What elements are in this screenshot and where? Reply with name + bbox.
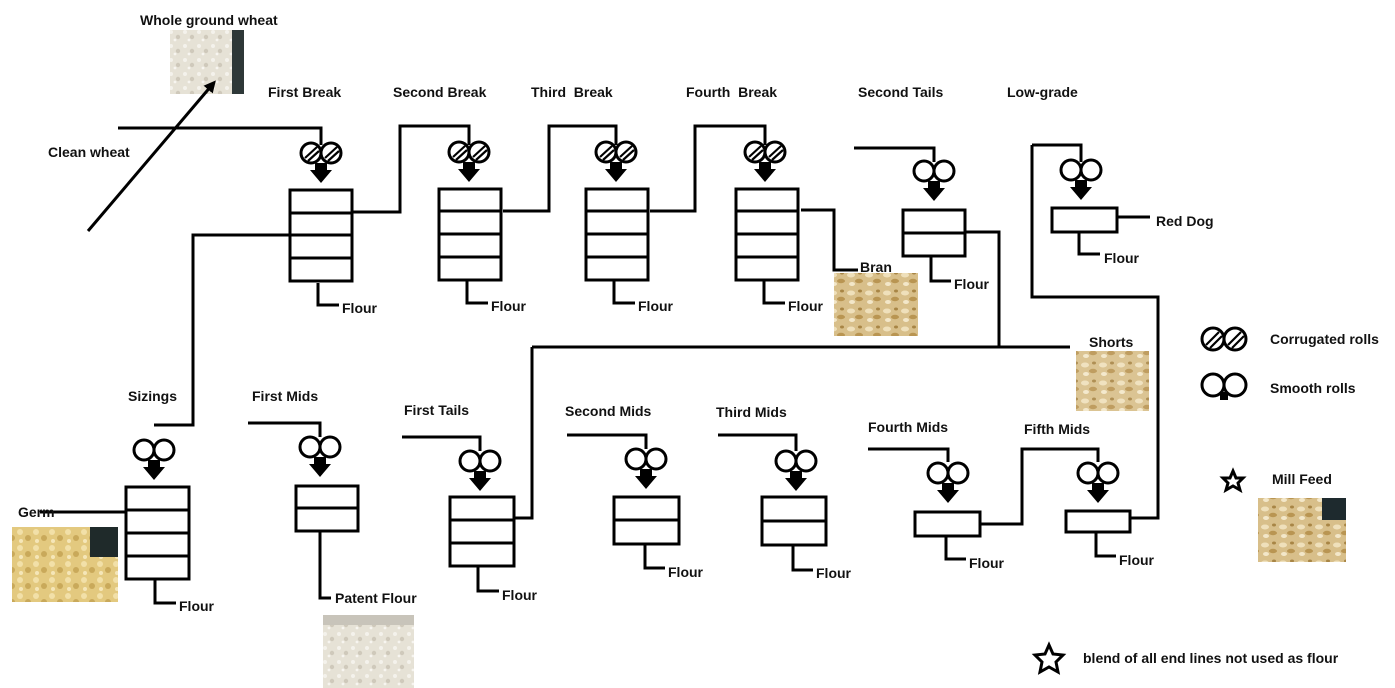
flour-output-label: Flour bbox=[788, 298, 824, 314]
mill-feed-photo-shadow bbox=[1322, 498, 1346, 520]
shorts-photo bbox=[1076, 351, 1149, 411]
clean-wheat-label: Clean wheat bbox=[48, 144, 130, 160]
smooth-rolls-icon bbox=[624, 447, 668, 489]
sifter-third-break bbox=[584, 187, 650, 282]
flour-output-label: Flour bbox=[816, 565, 852, 581]
flour-output-label: Flour bbox=[179, 598, 215, 614]
sifter-fourth-mids bbox=[913, 510, 982, 538]
germ-photo-shadow bbox=[90, 527, 118, 557]
whole-ground-wheat-label: Whole ground wheat bbox=[140, 12, 278, 28]
label-second-mids: Second Mids bbox=[565, 403, 652, 419]
flour-output-label: Flour bbox=[954, 276, 990, 292]
shorts-label: Shorts bbox=[1089, 334, 1134, 350]
smooth-rolls-legend-icon bbox=[1200, 372, 1248, 400]
label-sizings: Sizings bbox=[128, 388, 177, 404]
corrugated-rolls-icon bbox=[299, 141, 343, 183]
sifter-first-tails bbox=[448, 495, 516, 568]
label-first-break: First Break bbox=[268, 84, 341, 100]
germ-label: Germ bbox=[18, 504, 55, 520]
label-third-break: Third Break bbox=[531, 84, 613, 100]
sifter-first-mids bbox=[294, 484, 360, 533]
label-first-mids: First Mids bbox=[252, 388, 318, 404]
label-third-mids: Third Mids bbox=[716, 404, 787, 420]
star-icon bbox=[1031, 641, 1067, 675]
label-fourth-mids: Fourth Mids bbox=[868, 419, 948, 435]
red-dog-label: Red Dog bbox=[1156, 213, 1214, 229]
corrugated-rolls-icon bbox=[447, 140, 491, 182]
flour-output-label: Flour bbox=[1119, 552, 1155, 568]
bran-photo bbox=[834, 273, 918, 336]
legend: Corrugated rolls Smooth rolls Mill Feed … bbox=[1031, 326, 1379, 675]
whole-ground-wheat-photo-edge bbox=[232, 30, 244, 94]
flour-output-label: Flour bbox=[969, 555, 1005, 571]
patent-flour-photo bbox=[323, 615, 414, 688]
label-fourth-break: Fourth Break bbox=[686, 84, 777, 100]
patent-flour-label: Patent Flour bbox=[335, 590, 417, 606]
smooth-rolls-icon bbox=[926, 461, 970, 503]
patent-flour-photo-shadow bbox=[323, 615, 414, 625]
label-low-grade: Low-grade bbox=[1007, 84, 1078, 100]
flour-output-label: Flour bbox=[1104, 250, 1140, 266]
flour-output-label: Flour bbox=[342, 300, 378, 316]
corrugated-rolls-icon bbox=[594, 140, 638, 182]
sifter-third-mids bbox=[760, 495, 828, 547]
smooth-rolls-icon bbox=[298, 435, 342, 477]
flour-output-lines bbox=[153, 232, 1116, 605]
whole-ground-arrow bbox=[86, 80, 216, 232]
flour-output-label: Flour bbox=[638, 298, 674, 314]
sifter-low-grade bbox=[1050, 206, 1119, 234]
smooth-rolls-icon bbox=[132, 438, 176, 480]
sifter-second-mids bbox=[612, 495, 681, 546]
mill-feed-label: Mill Feed bbox=[1272, 471, 1332, 487]
smooth-rolls-icon bbox=[1076, 461, 1120, 503]
corrugated-rolls-icon bbox=[743, 140, 787, 182]
label-second-tails: Second Tails bbox=[858, 84, 944, 100]
sifter-first-break bbox=[288, 188, 354, 283]
legend-note-label: blend of all end lines not used as flour bbox=[1083, 650, 1339, 666]
sifter-fifth-mids bbox=[1064, 509, 1132, 534]
smooth-rolls-icon bbox=[1059, 158, 1103, 200]
break-flow-lines bbox=[40, 124, 1160, 526]
smooth-rolls-icon bbox=[458, 449, 502, 491]
smooth-rolls-icon bbox=[912, 159, 956, 201]
flour-output-label: Flour bbox=[491, 298, 527, 314]
sifter-sizings bbox=[124, 485, 191, 581]
label-second-break: Second Break bbox=[393, 84, 487, 100]
legend-corrugated-label: Corrugated rolls bbox=[1270, 331, 1379, 347]
label-fifth-mids: Fifth Mids bbox=[1024, 421, 1090, 437]
label-first-tails: First Tails bbox=[404, 402, 469, 418]
flour-output-label: Flour bbox=[668, 564, 704, 580]
corrugated-rolls-legend-icon bbox=[1200, 326, 1248, 352]
legend-smooth-label: Smooth rolls bbox=[1270, 380, 1356, 396]
bran-label: Bran bbox=[860, 259, 892, 275]
sifter-second-tails bbox=[901, 208, 967, 258]
sifter-second-break bbox=[437, 187, 503, 282]
smooth-rolls-icon bbox=[774, 449, 818, 491]
sifter-fourth-break bbox=[734, 187, 800, 282]
flour-output-label: Flour bbox=[502, 587, 538, 603]
star-icon bbox=[1219, 467, 1247, 494]
